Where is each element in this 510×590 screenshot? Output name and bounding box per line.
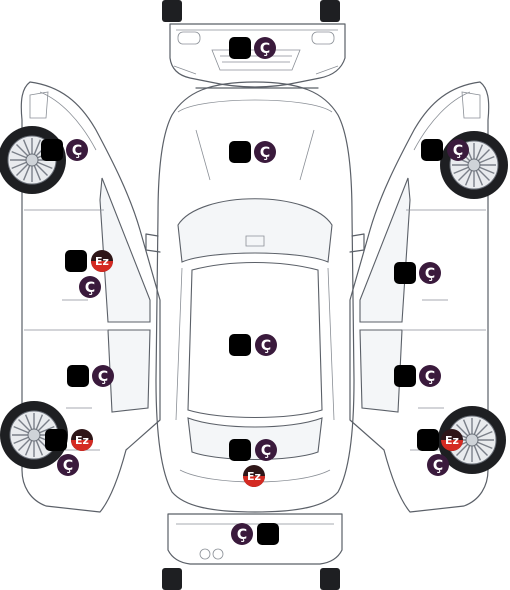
trunk-marks[interactable]: Ç Ez bbox=[229, 439, 277, 487]
svg-text:Ç: Ç bbox=[72, 143, 82, 159]
c-badge: Ç bbox=[427, 454, 449, 476]
checkmark-icon bbox=[394, 365, 416, 387]
svg-text:Ez: Ez bbox=[445, 434, 459, 447]
svg-text:Ç: Ç bbox=[425, 266, 435, 282]
ez-badge: Ez bbox=[91, 250, 113, 272]
svg-text:Ç: Ç bbox=[425, 369, 435, 385]
car-left-side-view bbox=[0, 81, 161, 513]
checkmark-icon bbox=[417, 429, 439, 451]
svg-text:Ç: Ç bbox=[261, 443, 271, 459]
right-front-fender-marks[interactable]: Ç bbox=[421, 139, 469, 161]
rear-right-tire-stub bbox=[320, 568, 340, 590]
svg-text:Ç: Ç bbox=[260, 41, 270, 57]
left-front-fender-marks[interactable]: Ç bbox=[41, 139, 88, 161]
svg-text:Ç: Ç bbox=[453, 143, 463, 159]
svg-text:Ç: Ç bbox=[433, 458, 443, 474]
front-bumper-view bbox=[162, 0, 346, 89]
ez-badge: Ez bbox=[71, 429, 93, 451]
c-badge: Ç bbox=[92, 365, 114, 387]
svg-text:Ez: Ez bbox=[247, 470, 261, 483]
right-rear-fender-marks[interactable]: Ez Ç bbox=[417, 429, 463, 476]
c-badge: Ç bbox=[447, 139, 469, 161]
right-rear-door-marks[interactable]: Ç bbox=[394, 365, 441, 387]
c-badge: Ç bbox=[254, 37, 276, 59]
left-rear-fender-marks[interactable]: Ez Ç bbox=[45, 429, 93, 476]
c-badge: Ç bbox=[419, 262, 441, 284]
svg-text:Ez: Ez bbox=[75, 434, 89, 447]
checkmark-icon bbox=[421, 139, 443, 161]
c-badge: Ç bbox=[255, 439, 277, 461]
hood-marks[interactable]: Ç bbox=[229, 141, 276, 163]
front-bumper-marks[interactable]: Ç bbox=[229, 37, 276, 59]
c-badge: Ç bbox=[419, 365, 441, 387]
checkmark-icon bbox=[41, 139, 63, 161]
svg-text:Ç: Ç bbox=[98, 369, 108, 385]
c-badge: Ç bbox=[255, 334, 277, 356]
checkmark-icon bbox=[257, 523, 279, 545]
ez-badge: Ez bbox=[243, 465, 265, 487]
checkmark-icon bbox=[65, 250, 87, 272]
c-badge: Ç bbox=[66, 139, 88, 161]
right-front-wheel bbox=[439, 130, 509, 200]
roof-marks[interactable]: Ç bbox=[229, 334, 277, 356]
c-badge: Ç bbox=[57, 454, 79, 476]
right-front-door-marks[interactable]: Ç bbox=[394, 262, 441, 284]
svg-text:Ç: Ç bbox=[261, 338, 271, 354]
c-badge: Ç bbox=[231, 523, 253, 545]
left-front-door-marks[interactable]: Ez Ç bbox=[65, 250, 113, 298]
svg-text:Ç: Ç bbox=[260, 145, 270, 161]
ez-badge: Ez bbox=[441, 429, 463, 451]
checkmark-icon bbox=[229, 334, 251, 356]
car-top-view bbox=[145, 81, 365, 513]
checkmark-icon bbox=[45, 429, 67, 451]
svg-text:Ç: Ç bbox=[63, 458, 73, 474]
rear-left-tire-stub bbox=[162, 568, 182, 590]
checkmark-icon bbox=[229, 439, 251, 461]
rear-bumper-view bbox=[162, 513, 343, 590]
checkmark-icon bbox=[229, 37, 251, 59]
rear-bumper-marks[interactable]: Ç bbox=[231, 523, 279, 545]
checkmark-icon bbox=[229, 141, 251, 163]
svg-text:Ez: Ez bbox=[95, 255, 109, 268]
checkmark-icon bbox=[67, 365, 89, 387]
front-right-tire-stub bbox=[320, 0, 340, 22]
c-badge: Ç bbox=[79, 276, 101, 298]
front-left-tire-stub bbox=[162, 0, 182, 22]
left-rear-door-marks[interactable]: Ç bbox=[67, 365, 114, 387]
svg-text:Ç: Ç bbox=[85, 280, 95, 296]
c-badge: Ç bbox=[254, 141, 276, 163]
checkmark-icon bbox=[394, 262, 416, 284]
svg-text:Ç: Ç bbox=[237, 527, 247, 543]
